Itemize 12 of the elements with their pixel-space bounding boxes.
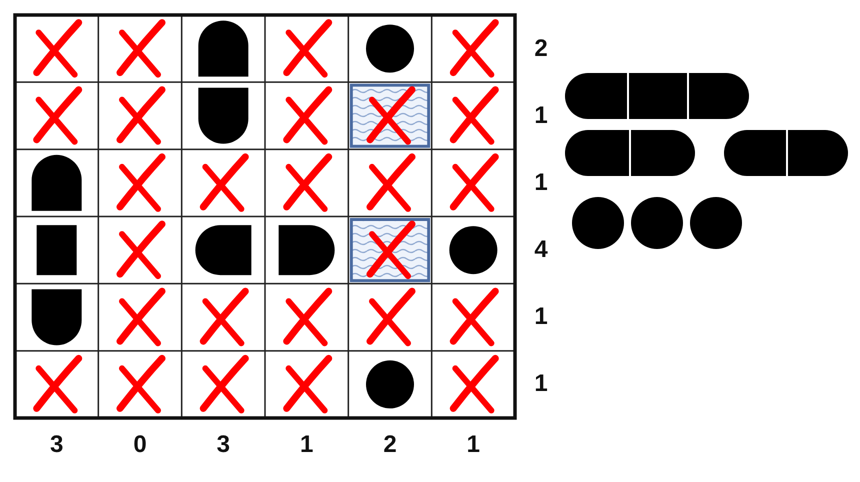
row-count: 1 <box>534 170 548 195</box>
column-count: 3 <box>216 433 230 457</box>
column-count: 1 <box>466 433 480 457</box>
row-count: 1 <box>534 372 548 396</box>
row-count: 1 <box>534 104 548 128</box>
column-count: 1 <box>300 433 314 457</box>
row-count: 4 <box>534 238 548 262</box>
row-count: 1 <box>534 305 548 330</box>
row-count: 2 <box>534 36 548 61</box>
column-count: 2 <box>383 433 397 457</box>
column-count: 0 <box>133 433 147 457</box>
column-count: 3 <box>50 433 64 457</box>
